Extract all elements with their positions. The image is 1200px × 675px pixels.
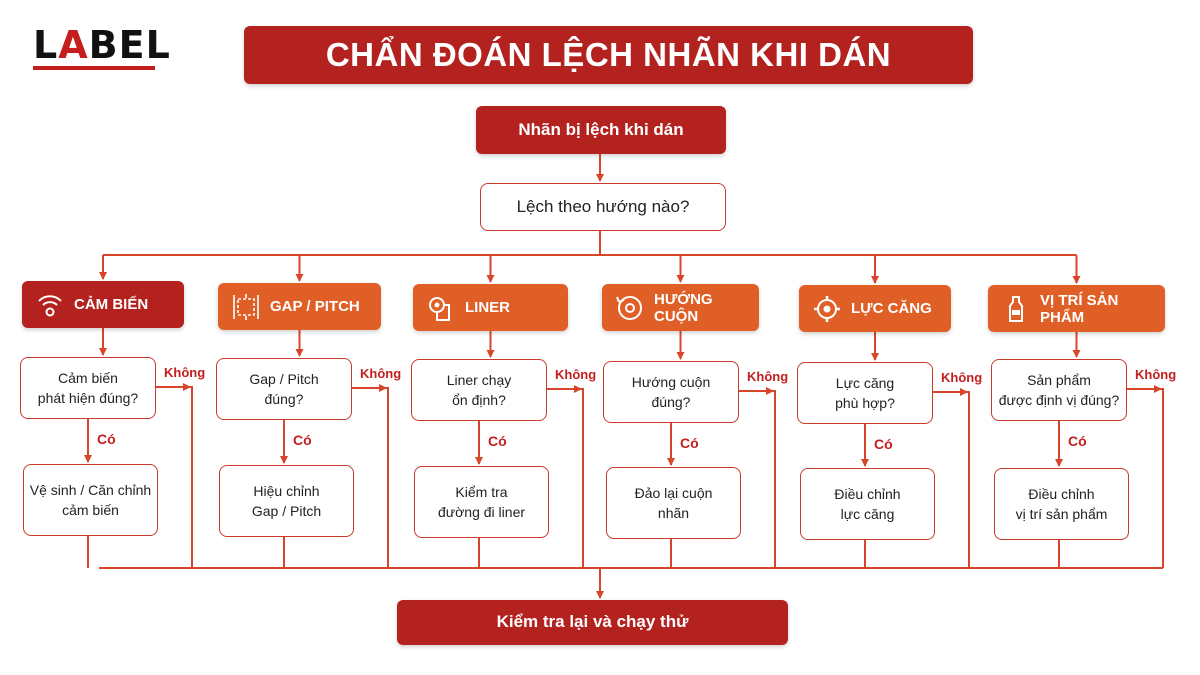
action-step: Đảo lại cuộn nhãn [606,467,741,539]
yes-label: Có [874,436,893,452]
no-branch-line [156,386,193,568]
logo-underline [33,66,155,70]
action-step: Vệ sinh / Căn chỉnh cảm biến [23,464,158,536]
gap-pitch-icon [233,293,259,320]
category-1: CẢM BIẾN [22,281,184,328]
root-problem: Nhãn bị lệch khi dán [476,106,726,154]
category-5: LỰC CĂNG [799,285,951,332]
brand-logo: LABEL [33,23,171,67]
decision-question: Lực căng phù hợp? [797,362,933,424]
category-label: VỊ TRÍ SẢN PHẨM [1040,291,1119,326]
no-branch-line [933,391,970,568]
no-label: Không [941,370,983,385]
decision-question: Hướng cuộn đúng? [603,361,739,423]
action-step: Kiểm tra đường đi liner [414,466,549,538]
yes-label: Có [680,435,699,451]
sensor-icon [38,294,62,316]
decision-question: Cảm biến phát hiện đúng? [20,357,156,419]
yes-label: Có [97,431,116,447]
bottle-icon [1009,295,1023,322]
no-branch-line [352,387,389,568]
category-label: CẢM BIẾN [74,296,149,313]
category-label: LỰC CĂNG [851,300,932,317]
no-branch-line [1127,388,1164,568]
no-label: Không [1135,367,1177,382]
category-2: GAP / PITCH [218,283,381,330]
decision-question: Gap / Pitch đúng? [216,358,352,420]
final-step: Kiểm tra lại và chạy thử [397,600,788,645]
liner-roll-icon [429,296,450,321]
yes-label: Có [488,433,507,449]
category-label: LINER [465,299,510,316]
root-question: Lệch theo hướng nào? [480,183,726,231]
category-label: GAP / PITCH [270,298,360,315]
no-branch-line [739,390,776,568]
no-label: Không [360,366,402,381]
yes-label: Có [1068,433,1087,449]
tension-gear-icon [814,295,840,322]
yes-label: Có [293,432,312,448]
category-label: HƯỚNG CUỘN [654,290,713,325]
no-label: Không [555,367,597,382]
action-step: Điều chỉnh vị trí sản phẩm [994,468,1129,540]
decision-question: Liner chạy ổn định? [411,359,547,421]
roll-direction-icon [616,295,642,320]
no-branch-line [547,388,584,568]
action-step: Điều chỉnh lực căng [800,468,935,540]
category-4: HƯỚNG CUỘN [602,284,759,331]
no-label: Không [747,369,789,384]
action-step: Hiệu chỉnh Gap / Pitch [219,465,354,537]
no-label: Không [164,365,206,380]
page-title: CHẨN ĐOÁN LỆCH NHÃN KHI DÁN [244,26,973,84]
decision-question: Sản phẩm được định vị đúng? [991,359,1127,421]
category-3: LINER [413,284,568,331]
category-6: VỊ TRÍ SẢN PHẨM [988,285,1165,332]
